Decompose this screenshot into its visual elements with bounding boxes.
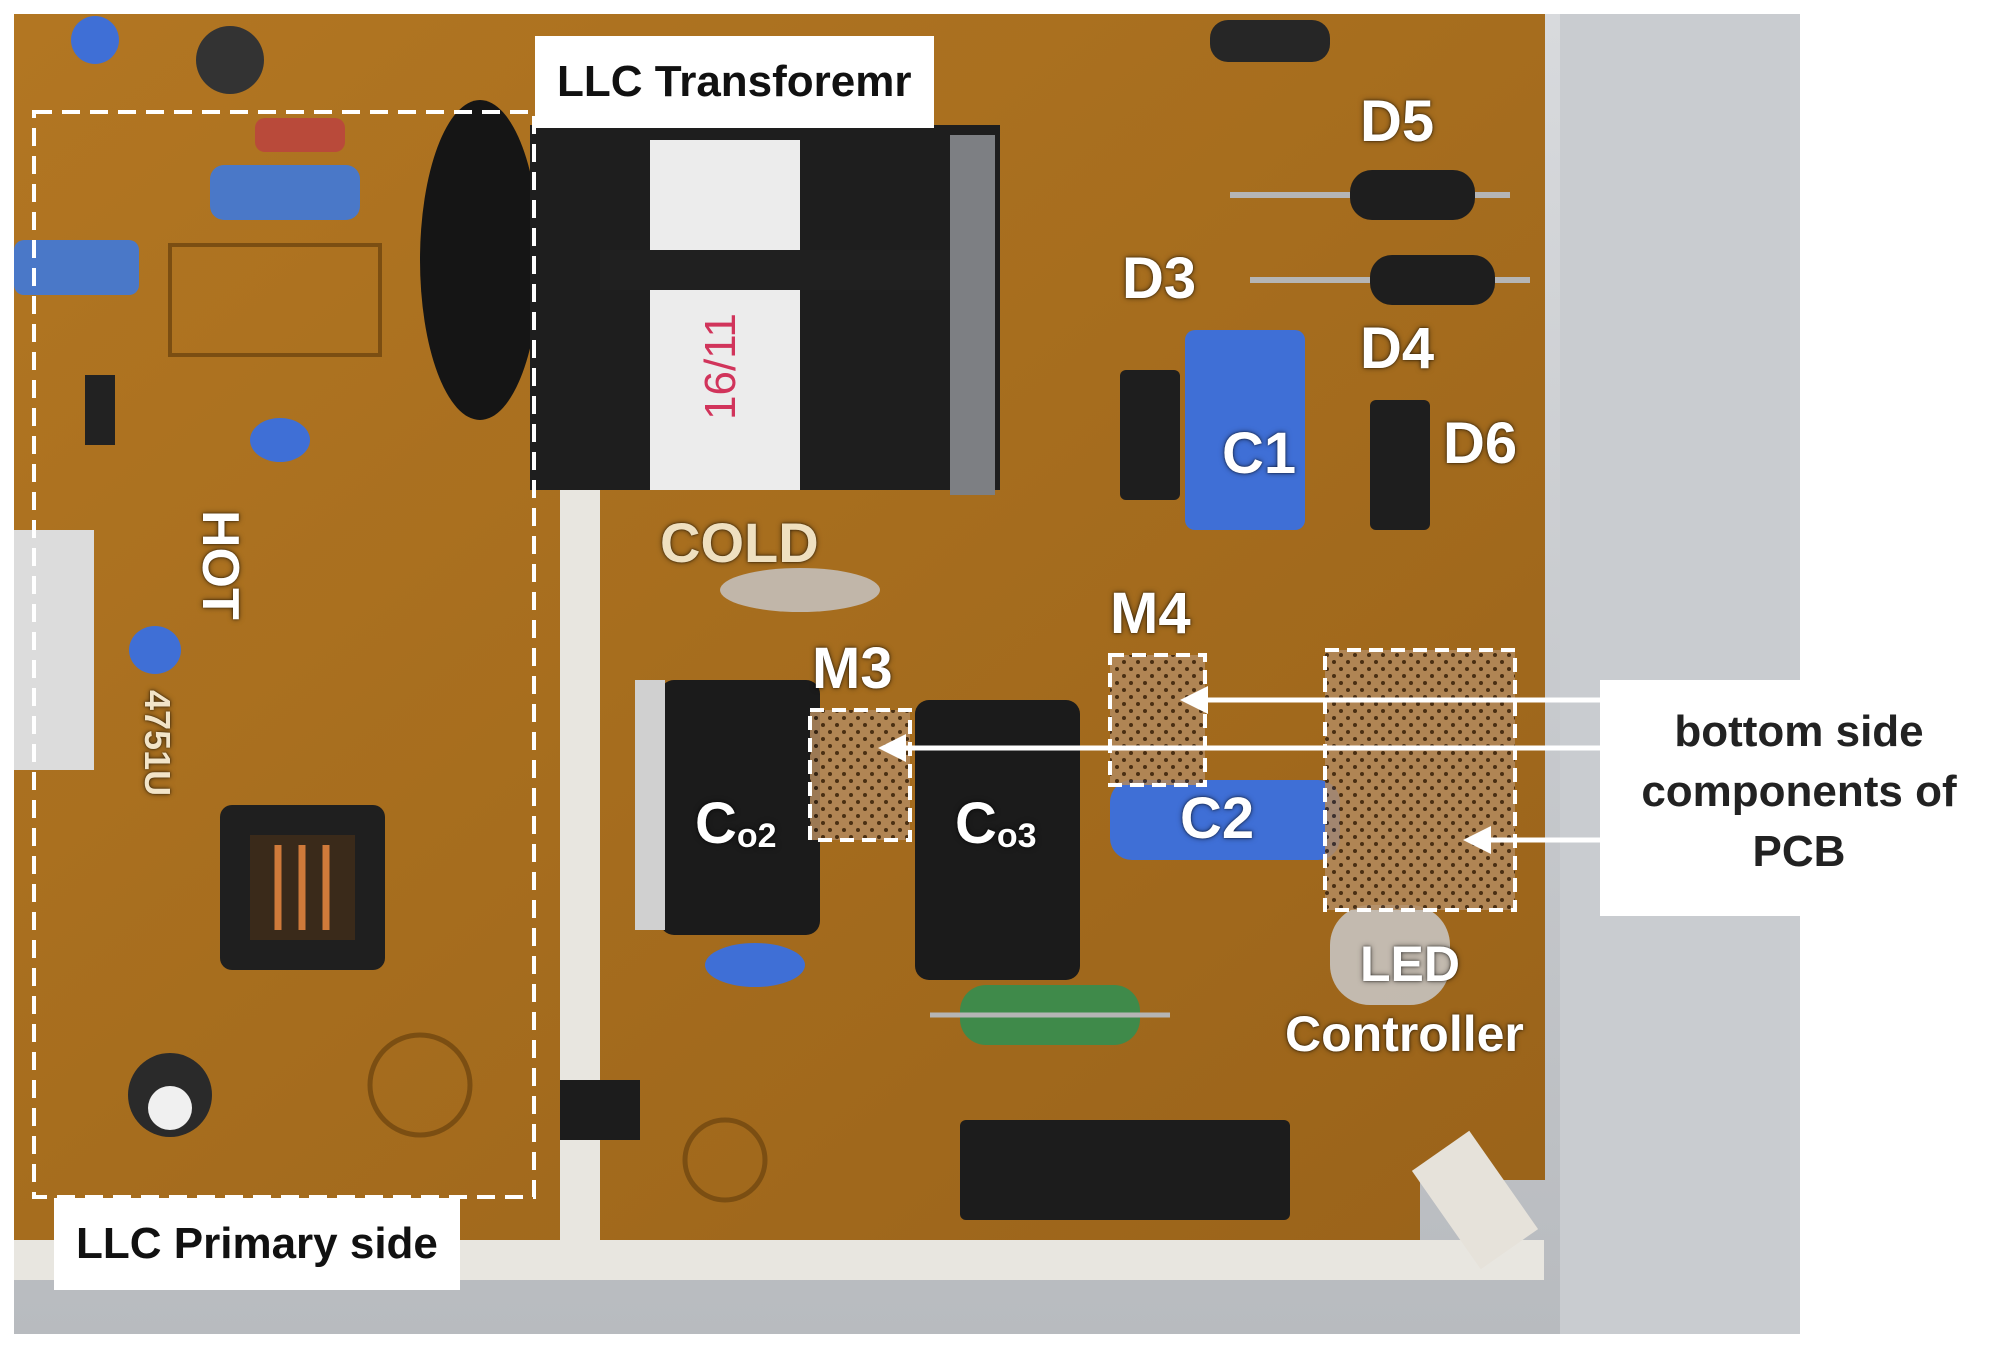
co2-capacitor [660, 680, 820, 935]
m3-label: M3 [812, 636, 893, 701]
c1-label: C1 [1222, 421, 1297, 486]
electrolytic-cap-top [148, 1086, 192, 1130]
arrow-m4-head [1180, 686, 1208, 714]
m4-outline [1108, 653, 1207, 787]
c2-label: C2 [1180, 786, 1255, 851]
blue-cap-small [250, 418, 310, 462]
co3-capacitor [915, 700, 1080, 980]
hot-label: HOT [191, 510, 249, 620]
co3-main: C [955, 791, 997, 856]
board-code-label: 4751U [137, 690, 178, 797]
transformer-label [650, 140, 800, 490]
bottom-connector [960, 1120, 1290, 1220]
d5-diode [1350, 170, 1475, 220]
component-outline [168, 243, 382, 357]
m4-region [1110, 655, 1205, 785]
led-label-line1: LED [1360, 936, 1460, 992]
red-part [255, 118, 345, 152]
transformer-pins [950, 135, 995, 495]
transformer-label-box: LLC Transforemr [535, 36, 934, 128]
d4-label: D4 [1360, 316, 1435, 381]
d3-diode [1370, 255, 1495, 305]
bottom-side-line-3: PCB [1752, 827, 1846, 876]
top-cap-dark [196, 26, 264, 94]
blue-cap-small-2 [129, 626, 181, 674]
blue-resistor [210, 165, 360, 220]
d6-vertical-diode [1370, 400, 1430, 530]
primary-side-outline [32, 110, 536, 1199]
earth-symbol [367, 1032, 473, 1138]
cold-label: COLD [660, 511, 819, 574]
bottom-side-label-box: bottom side components of PCB [1600, 680, 1998, 916]
c2-capacitor [1110, 780, 1340, 860]
bottom-side-line-1: bottom side [1674, 707, 1924, 756]
d3-label: D3 [1122, 246, 1197, 311]
white-connector [14, 530, 94, 770]
co2-heatsink [635, 680, 665, 930]
d5-label: D5 [1360, 89, 1435, 154]
bottom-side-line-2: components of [1641, 767, 1957, 816]
brand-logo [720, 568, 880, 612]
d3-vertical-diode [1120, 370, 1180, 500]
primary-side-label-box: LLC Primary side [54, 1198, 460, 1290]
c1-capacitor [1185, 330, 1305, 530]
co3-label: Co3 [955, 790, 1037, 857]
m4-label: M4 [1110, 581, 1191, 646]
top-left-cap [71, 16, 119, 64]
small-ic [85, 375, 115, 445]
blue-cap-bottom [705, 943, 805, 987]
transformer-bobbin [600, 250, 950, 290]
led-controller-outline [1323, 648, 1517, 912]
transformer-core [420, 100, 540, 420]
led-controller-region [1325, 650, 1515, 910]
housing-right-edge [1560, 14, 1800, 1334]
top-diode [1210, 20, 1330, 62]
led-controller-round [1330, 905, 1450, 1005]
co2-main: C [695, 791, 737, 856]
arrow-m3-head [878, 734, 906, 762]
led-label-line2: Controller [1285, 1006, 1524, 1062]
m3-outline [808, 708, 912, 842]
mounting-post [1411, 1130, 1539, 1270]
co3-subscript: o3 [996, 817, 1037, 855]
left-small-ic [560, 1080, 640, 1140]
blue-part-left [14, 240, 139, 295]
co2-subscript: o2 [736, 817, 777, 855]
pcb-board [14, 14, 1545, 1250]
d6-label: D6 [1443, 411, 1518, 476]
transformer-handwriting: 16/11 [696, 313, 745, 420]
arrow-led-head [1463, 826, 1491, 854]
co2-label: Co2 [695, 790, 777, 857]
m3-region [810, 710, 910, 840]
bottom-earth-symbol [682, 1117, 768, 1203]
